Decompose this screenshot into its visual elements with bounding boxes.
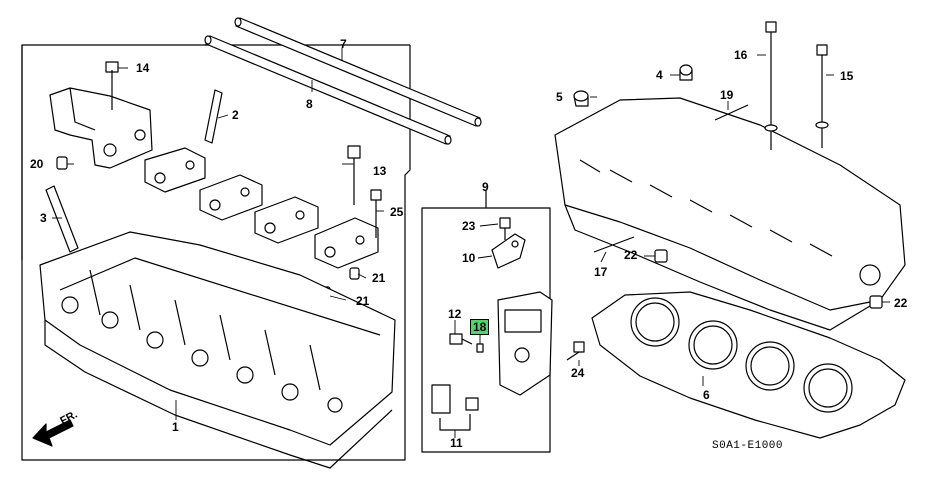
plug-5 [573,90,589,107]
callout-22b: 22 [894,296,908,310]
callout-10: 10 [462,251,476,265]
callout-17: 17 [594,265,608,279]
bolt-23 [499,217,511,240]
dowel-22a [654,249,668,263]
callout-5: 5 [556,90,563,104]
rocker-shaft-8 [204,35,452,145]
stud-17 [593,236,635,253]
rocker-arm-c [254,196,319,244]
front-direction-arrow [32,419,74,447]
cylinder-head-right [554,97,906,331]
callout-13: 13 [373,164,387,178]
bolt-15 [815,44,829,148]
plug-tube-2 [204,89,223,144]
dowel-22b [869,295,883,309]
callout-11: 11 [450,436,463,450]
callout-9: 9 [482,180,489,194]
callout-21a: 21 [372,271,386,285]
callout-22a: 22 [624,248,638,262]
callout-1: 1 [172,420,179,434]
callout-3: 3 [40,211,47,225]
stud-19 [714,104,749,121]
rocker-holder [49,61,153,169]
bolt-13 [347,145,361,205]
oring-18 [476,343,484,353]
callout-6: 6 [703,388,710,402]
stud-25 [370,189,382,238]
callout-4: 4 [656,68,663,82]
rocker-arm-b [199,174,263,221]
plug-tube-3 [45,185,79,253]
rocker-arm-d [314,217,379,269]
rocker-arm-a [144,147,206,193]
callout-16: 16 [734,48,748,62]
filter-11 [431,384,479,431]
callout-21b: 21 [356,294,370,308]
plug-4 [679,64,693,81]
callout-25: 25 [390,205,404,219]
callout-14: 14 [136,61,150,75]
bolt-16 [764,21,778,150]
callout-19: 19 [720,88,734,102]
dowel-20 [56,156,68,170]
rocker-shaft-7 [234,17,482,127]
callout-18-highlighted[interactable]: 18 [470,319,490,335]
diagram-code: S0A1-E1000 [712,440,784,452]
callout-12: 12 [448,307,462,321]
spool-valve [497,291,553,396]
callout-20: 20 [30,157,44,171]
callout-8: 8 [306,97,313,111]
assembly-frame [21,44,411,461]
dowel-21a [349,267,360,280]
head-gasket [591,291,906,439]
callout-23: 23 [462,219,476,233]
callout-7: 7 [340,37,347,51]
bolt-24 [566,341,585,361]
bracket-10 [491,233,526,269]
bolt-12 [449,333,473,345]
callout-2: 2 [232,108,239,122]
cylinder-head-left [39,231,396,469]
callout-24: 24 [571,366,585,380]
callout-15: 15 [840,69,854,83]
